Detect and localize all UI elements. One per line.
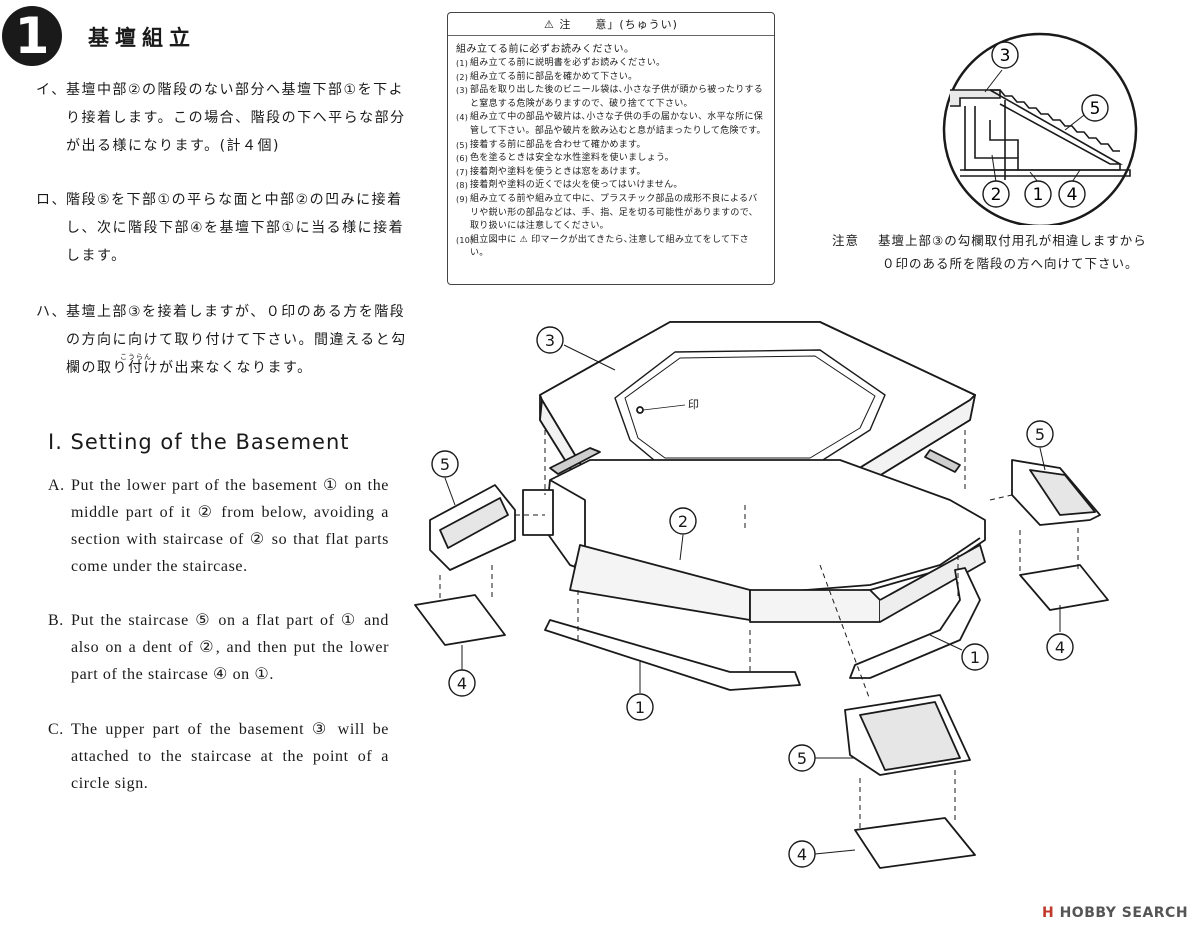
callout-1-right: 1 bbox=[929, 634, 989, 671]
callout-label: 5 bbox=[440, 455, 450, 474]
english-item-text: The upper part of the basement ③ will be… bbox=[71, 721, 389, 792]
callout-4-left: 4 bbox=[448, 645, 476, 697]
caution-item: (9)組み立てる前や組み立て中に、プラスチック部品の成形不良によるバリや鋭い形の… bbox=[456, 193, 758, 232]
callout-label: 4 bbox=[457, 674, 467, 693]
callout-label: 3 bbox=[1000, 46, 1011, 66]
step-number-badge: 1 bbox=[2, 6, 62, 66]
jp-instruction-marker: ハ、 bbox=[36, 304, 67, 320]
basement-assembly-diagram: 印 bbox=[414, 321, 1109, 869]
callout-5-bottom: 5 bbox=[788, 744, 855, 772]
callout-label: 5 bbox=[797, 749, 807, 768]
left-staircase bbox=[414, 484, 516, 646]
caution-title: ⚠ 注 意」(ちゅうい) bbox=[448, 16, 774, 32]
callout-label: 4 bbox=[1067, 185, 1078, 205]
caution-item: (10)組立図中に ⚠ 印マークが出てきたら､注意して組み立てをして下さい。 bbox=[456, 234, 749, 259]
callout-4-right: 4 bbox=[1046, 605, 1074, 661]
caution-box: ⚠ 注 意」(ちゅうい) 組み立てる前に必ずお読みください。 (1)組み立てる前… bbox=[447, 12, 775, 285]
jp-instruction-c: ハ、 基壇上部③を接着しますが、０印のある方を階段の方向に向けて取り付けて下さい… bbox=[36, 298, 418, 382]
jp-instruction-text: 基壇中部②の階段のない部分へ基壇下部①を下より接着します。この場合、階段の下へ平… bbox=[66, 82, 406, 154]
english-item-text: Put the lower part of the basement ① on … bbox=[71, 477, 389, 575]
jp-instruction-a: イ、 基壇中部②の階段のない部分へ基壇下部①を下より接着します。この場合、階段の… bbox=[36, 76, 418, 160]
warning-icon: ⚠ bbox=[544, 18, 555, 31]
english-section-title: I. Setting of the Basement bbox=[48, 430, 350, 454]
lower-basement-part bbox=[544, 567, 981, 691]
caution-intro: 組み立てる前に必ずお読みください。 bbox=[456, 44, 635, 55]
jp-instruction-text: 階段⑤を下部①の平らな面と中部②の凹みに接着し、次に階段下部④を基壇下部①に当る… bbox=[66, 192, 405, 264]
callout-5-right: 5 bbox=[1026, 420, 1054, 471]
note-label: 注意 bbox=[832, 233, 860, 248]
callout-3: 3 bbox=[536, 326, 616, 371]
callout-label: 1 bbox=[970, 648, 980, 667]
middle-basement-part bbox=[522, 447, 986, 623]
english-item-marker: A. bbox=[48, 477, 65, 494]
right-staircase bbox=[1011, 459, 1109, 611]
note-line1: 基壇上部③の勾欄取付用孔が相違しますから bbox=[878, 233, 1147, 248]
english-item-marker: C. bbox=[48, 721, 64, 738]
caution-item: (5)接着する前に部品を合わせて確かめます。 bbox=[456, 139, 646, 150]
detail-callout-1: 1 bbox=[1024, 171, 1052, 208]
caution-item: (2)組み立てる前に部品を確かめて下さい。 bbox=[456, 71, 638, 82]
orientation-note: 注意 基壇上部③の勾欄取付用孔が相違しますから ０印のある所を階段の方へ向けて下… bbox=[832, 229, 1147, 275]
caution-item: (6)色を塗るときは安全な水性塗料を使いましょう。 bbox=[456, 153, 675, 164]
english-item-c: C. The upper part of the basement ③ will… bbox=[48, 716, 389, 797]
callout-4-bottom: 4 bbox=[788, 840, 856, 868]
jp-instruction-marker: イ、 bbox=[36, 82, 67, 98]
watermark-text: HOBBY SEARCH bbox=[1059, 905, 1189, 921]
jp-instruction-marker: ロ、 bbox=[36, 192, 67, 208]
callout-label: 5 bbox=[1035, 425, 1045, 444]
callout-label: 4 bbox=[797, 845, 807, 864]
callout-2: 2 bbox=[669, 507, 697, 561]
english-item-b: B. Put the staircase ⑤ on a flat part of… bbox=[48, 607, 389, 688]
mark-label: 印 bbox=[688, 398, 699, 411]
detail-callout-3: 3 bbox=[984, 41, 1019, 93]
assembly-guide-lines bbox=[439, 430, 1079, 830]
jp-instruction-text: 基壇上部③を接着しますが、０印のある方を階段の方向に向けて取り付けて下さい。間違… bbox=[66, 304, 407, 376]
callout-label: 2 bbox=[991, 185, 1002, 205]
caution-item: (7)接着剤や塗料を使うときは窓をあけます。 bbox=[456, 166, 646, 177]
callout-5-left: 5 bbox=[431, 450, 459, 506]
english-item-marker: B. bbox=[48, 612, 64, 629]
bottom-staircase bbox=[844, 694, 976, 869]
callout-label: 3 bbox=[545, 331, 555, 350]
detail-callout-2: 2 bbox=[982, 154, 1010, 208]
caution-item: (4)組み立て中の部品や破片は､小さな子供の手の届かない、水平な所に保管して下さ… bbox=[456, 112, 766, 136]
callout-label: 2 bbox=[678, 512, 688, 531]
english-item-a: A. Put the lower part of the basement ① … bbox=[48, 472, 389, 580]
hobby-search-watermark: H HOBBY SEARCH bbox=[1042, 905, 1188, 921]
english-item-text: Put the staircase ⑤ on a flat part of ① … bbox=[71, 612, 389, 683]
callout-label: 1 bbox=[635, 698, 645, 717]
jp-instruction-b: ロ、 階段⑤を下部①の平らな面と中部②の凹みに接着し、次に階段下部④を基壇下部①… bbox=[36, 186, 418, 270]
detail-callout-4: 4 bbox=[1058, 169, 1086, 208]
note-line2: ０印のある所を階段の方へ向けて下さい。 bbox=[882, 256, 1139, 271]
caution-item: (3)部品を取り出した後のビニール袋は､小さな子供が頭から被ったりすると窒息する… bbox=[456, 85, 764, 109]
caution-list: (1)組み立てる前に説明書を必ずお読みください。 (2)組み立てる前に部品を確か… bbox=[456, 57, 774, 261]
detail-callout-5: 5 bbox=[1064, 94, 1109, 131]
callout-1-bottom: 1 bbox=[626, 660, 654, 721]
caution-item: (8)接着剤や塗料の近くでは火を使ってはいけません。 bbox=[456, 180, 683, 191]
callout-label: 1 bbox=[1033, 185, 1044, 205]
callout-label: 5 bbox=[1090, 99, 1101, 119]
caution-item: (1)組み立てる前に説明書を必ずお読みください。 bbox=[456, 58, 666, 68]
caution-title-text: 注 意」(ちゅうい) bbox=[559, 18, 678, 31]
furigana: こうらん bbox=[120, 353, 152, 361]
step-title-jp: 基壇組立 bbox=[88, 26, 196, 50]
hobby-search-logo: H bbox=[1042, 905, 1055, 921]
staircase-detail-diagram: 3 5 2 1 4 bbox=[942, 32, 1138, 225]
callout-label: 4 bbox=[1055, 638, 1065, 657]
